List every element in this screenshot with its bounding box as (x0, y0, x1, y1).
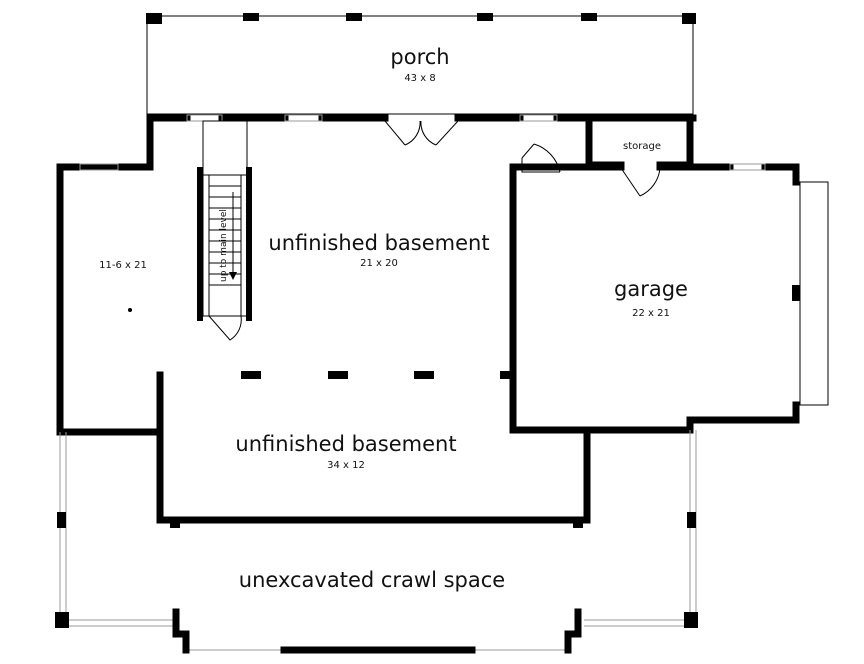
basement-upper-name: unfinished basement (268, 231, 489, 255)
crawl-post (170, 517, 180, 528)
stairs-label: up to main level (219, 209, 229, 282)
arrow-down-icon (229, 272, 237, 280)
porch-area (146, 13, 696, 115)
window (284, 114, 323, 122)
window (729, 163, 766, 171)
doors (384, 120, 661, 197)
basement-upper-dims: 21 x 20 (360, 258, 398, 269)
window (79, 163, 119, 171)
storage-area (585, 114, 694, 169)
garage-post (792, 285, 800, 301)
window (186, 114, 223, 122)
basement-lower-name: unfinished basement (235, 432, 456, 456)
basement-walls (56, 114, 800, 524)
crawl-post (573, 517, 583, 528)
stair-treads (209, 185, 241, 286)
door-swing (620, 167, 661, 197)
beam-post (328, 371, 348, 379)
beam-post (500, 371, 512, 379)
stairs: up to main level (197, 120, 252, 341)
porch-dims: 43 x 8 (404, 73, 435, 84)
garage-name: garage (614, 277, 688, 301)
beam-post (414, 371, 434, 379)
crawl-space-area (55, 430, 698, 654)
door-swing (208, 315, 242, 341)
storage-name: storage (623, 141, 661, 152)
basement-upper-label-group: unfinished basement 21 x 20 (268, 231, 489, 269)
crawl-post (684, 612, 698, 628)
left-room-dims: 11-6 x 21 (99, 260, 147, 271)
porch-post (146, 13, 162, 24)
garage-label-group: garage 22 x 21 (614, 277, 688, 319)
porch-label-group: porch 43 x 8 (390, 45, 449, 84)
crawl-post (55, 612, 69, 628)
porch-post (243, 13, 259, 21)
window (519, 114, 558, 122)
crawl-post (57, 512, 66, 528)
crawl-space-name: unexcavated crawl space (239, 568, 505, 592)
basement-lower-label-group: unfinished basement 34 x 12 (235, 432, 456, 471)
porch-post (581, 13, 597, 21)
door-swing (384, 120, 421, 146)
garage-door (799, 181, 829, 406)
door-swing (521, 143, 561, 173)
porch-post (477, 13, 493, 21)
marker-dot (128, 308, 132, 312)
porch-post (682, 13, 696, 24)
porch-name: porch (390, 45, 449, 69)
garage-dims: 22 x 21 (632, 308, 670, 319)
basement-lower-dims: 34 x 12 (327, 460, 365, 471)
beam-post (241, 371, 261, 379)
door-swing (420, 120, 459, 146)
porch-post (346, 13, 362, 21)
crawl-post (687, 512, 696, 528)
